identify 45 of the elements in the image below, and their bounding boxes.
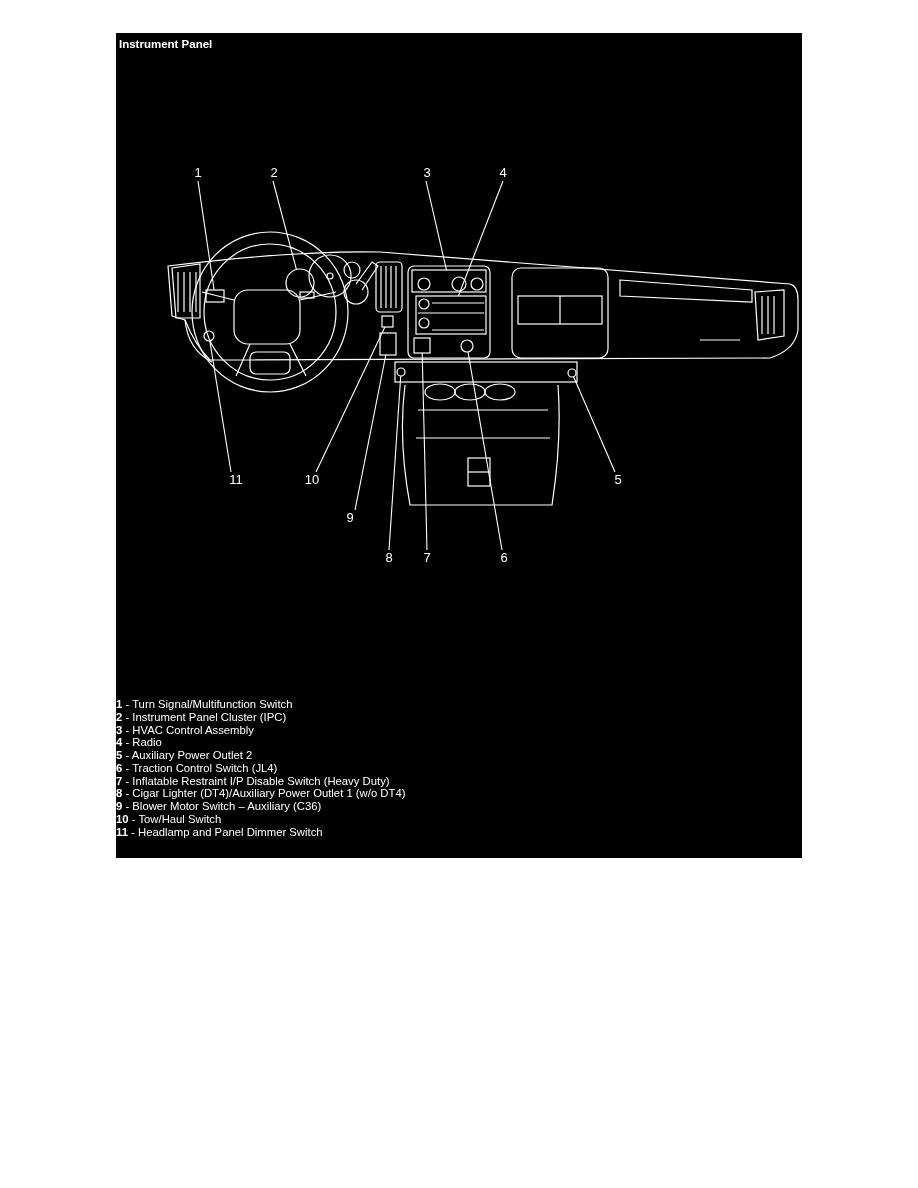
leader-line <box>388 375 402 551</box>
callout-number: 11 <box>224 472 248 488</box>
legend-entry: 9 - Blower Motor Switch – Auxiliary (C36) <box>116 800 323 813</box>
legend-entry: 11 - Headlamp and Panel Dimmer Switch <box>116 825 324 839</box>
callout-number: 4 <box>491 165 515 181</box>
control-panel <box>411 269 487 293</box>
leader-line <box>457 180 504 297</box>
leader-line <box>272 180 297 271</box>
switch-panel <box>379 332 397 356</box>
legend-entry: 4 - Radio <box>116 736 163 749</box>
leader-line <box>467 351 503 551</box>
switch-panel <box>413 337 431 354</box>
leader-line <box>421 352 428 551</box>
legend-entry: 7 - Inflatable Restraint I/P Disable Switch (Heavy Duty) <box>116 774 391 788</box>
callout-number: 2 <box>262 165 286 181</box>
callout-number: 7 <box>415 550 439 566</box>
switch-knob <box>460 339 474 353</box>
callout-number: 3 <box>415 165 439 181</box>
callout-number: 10 <box>300 472 324 488</box>
leader-line <box>573 376 616 473</box>
callout-number: 5 <box>606 472 630 488</box>
switch-knob <box>203 330 215 342</box>
switch-lever <box>205 289 225 303</box>
leader-line <box>425 180 448 271</box>
gauge-dial <box>285 268 315 298</box>
leader-line <box>315 326 386 473</box>
legend-entry: 8 - Cigar Lighter (DT4)/Auxiliary Power Outlet 1 (w/o DT4) <box>116 787 406 800</box>
radio-panel <box>415 295 487 335</box>
legend-entry: 3 - HVAC Control Assembly <box>116 723 255 737</box>
callout-number: 9 <box>338 510 362 526</box>
callout-number: 1 <box>186 165 210 181</box>
diagram-title: Instrument Panel <box>119 38 213 50</box>
leader-line <box>354 354 387 511</box>
callout-number: 8 <box>377 550 401 566</box>
legend-entry: 1 - Turn Signal/Multifunction Switch <box>116 698 294 711</box>
callout-number: 6 <box>492 550 516 566</box>
legend-entry: 6 - Traction Control Switch (JL4) <box>116 761 279 775</box>
legend-entry: 10 - Tow/Haul Switch <box>116 812 223 826</box>
leader-line <box>209 340 232 473</box>
leader-line <box>197 180 215 291</box>
switch-panel <box>381 315 394 328</box>
power-outlet <box>567 368 577 378</box>
legend-entry: 2 - Instrument Panel Cluster (IPC) <box>116 710 288 724</box>
legend-entry: 5 - Auxiliary Power Outlet 2 <box>116 749 254 762</box>
power-outlet <box>396 367 406 377</box>
